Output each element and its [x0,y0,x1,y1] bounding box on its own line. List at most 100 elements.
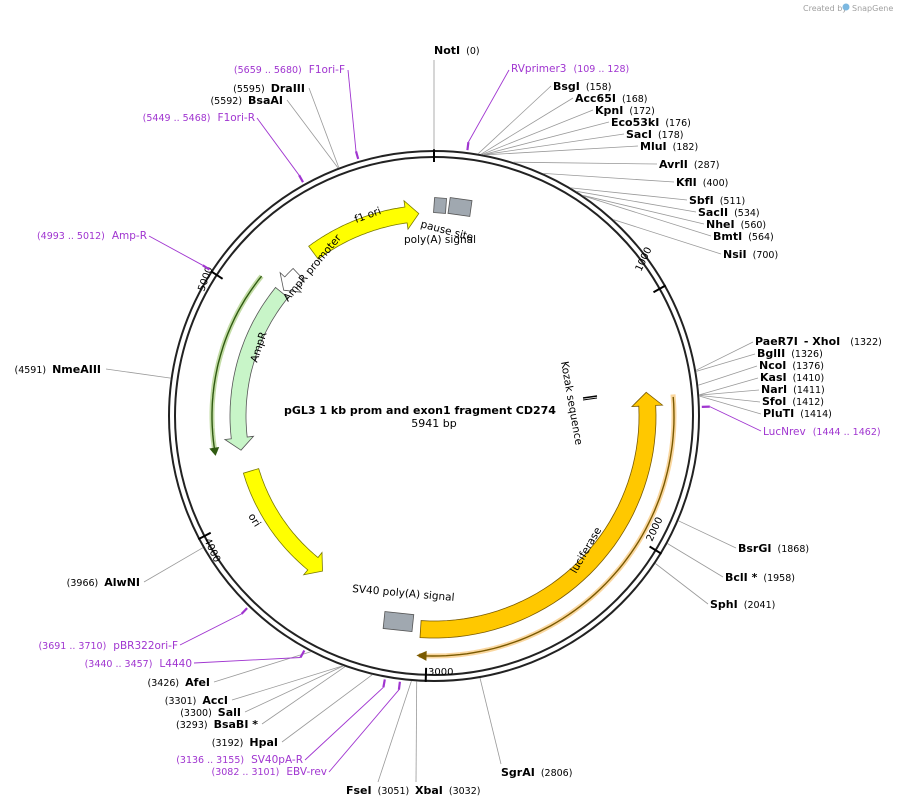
site-name[interactable]: SgrAI [501,766,535,779]
site-position: (700) [753,250,779,261]
site-position: (1868) [777,544,809,555]
site-name[interactable]: AfeI [185,676,210,689]
site-name[interactable]: XbaI [415,784,443,797]
polya-signal-feature[interactable] [433,197,447,214]
site-name[interactable]: SacII [698,206,728,219]
site-name[interactable]: SacI [626,128,652,141]
primer-name[interactable]: F1ori-F [309,64,345,76]
ampr-promoter-feature[interactable] [279,267,305,293]
site-name[interactable]: KflI [676,176,697,189]
site-name[interactable]: FseI [346,784,372,797]
primer-name[interactable]: L4440 [159,658,192,670]
primer-binding-mark [240,607,248,615]
primer-name[interactable]: pBR322ori-F [113,640,178,652]
site-name[interactable]: SfoI [762,395,786,408]
kozak-mark-2 [582,397,598,401]
site-name[interactable]: AccI [202,694,228,707]
site-leader-line [699,395,762,415]
site-name[interactable]: KpnI [595,104,623,117]
primer-leader-line [304,686,384,761]
site-name[interactable]: SbfI [689,194,714,207]
ampr-feature[interactable] [223,286,289,451]
site-position: (1410) [793,373,825,384]
site-position: (176) [665,118,691,129]
site-name[interactable]: PluTI [763,407,794,420]
site-position: (1411) [793,385,825,396]
site-name[interactable]: BsaBI * [214,718,259,731]
site-position: (3192) [212,738,244,749]
site-leader-line [582,194,705,225]
site-leader-line [699,389,760,396]
primer-leader-line [468,69,510,143]
plasmid-name: pGL3 1 kb prom and exon1 fragment CD274 [284,404,556,417]
site-leader-line [415,681,418,783]
ampr-track-line [211,275,263,451]
tick-mark [653,284,667,294]
site-name[interactable]: NsiI [723,248,747,261]
site-leader-line [231,665,344,701]
site-leader-line [479,677,502,765]
primer-leader-line [193,657,301,664]
tick-label: 5000 [196,265,215,293]
site-name[interactable]: BsrGI [738,542,771,555]
primer-name[interactable]: EBV-rev [286,766,327,778]
site-position: (158) [586,82,612,93]
site-position: (3293) [176,720,208,731]
site-position: (182) [673,142,699,153]
primer-name[interactable]: LucNrev [763,426,806,438]
site-position: (168) [622,94,648,105]
site-position: (2806) [541,768,573,779]
plasmid-size: 5941 bp [411,417,456,430]
site-name[interactable]: NheI [706,218,735,231]
site-position: (5595) [233,84,265,95]
sv40-polya-label: SV40 poly(A) signal [352,583,455,604]
sv40-polya-feature[interactable] [382,611,415,632]
site-name[interactable]: BsaAI [248,94,283,107]
primer-binding-mark [382,679,386,688]
site-name[interactable]: SphI [710,598,738,611]
site-name[interactable]: NarI [761,383,787,396]
site-position: (2041) [744,600,776,611]
site-name[interactable]: PaeR7I [755,335,798,348]
site-name[interactable]: BclI * [725,571,758,584]
primer-range: (1444 .. 1462) [813,427,881,438]
site-name[interactable]: NmeAIII [52,363,101,376]
primer-binding-mark [354,150,360,160]
ori-label: ori [245,511,262,529]
site-name[interactable]: BglII [757,347,785,360]
site-leader-line [244,665,344,713]
site-position: (3301) [165,696,197,707]
luciferase-feature[interactable] [419,391,664,639]
site-name[interactable]: BsgI [553,80,580,93]
site-name[interactable]: DraIII [271,82,305,95]
site-name[interactable]: SalI [218,706,241,719]
site-position: (560) [741,220,767,231]
tick-label: 3000 [428,667,453,678]
site-name[interactable]: NcoI [759,359,786,372]
luciferase-outer-track [418,394,677,659]
site-leader-line [655,563,709,605]
primer-range: (4993 .. 5012) [37,231,105,242]
primer-name[interactable]: Amp-R [112,230,147,242]
site-name[interactable]: NotI [434,44,460,57]
f1-ori-feature[interactable] [308,199,420,260]
ampr-track-arrowhead [209,447,220,456]
ori-feature[interactable] [242,468,323,576]
primer-name[interactable]: SV40pA-R [251,754,303,766]
site-name[interactable]: HpaI [249,736,278,749]
site-leader-line [695,341,754,371]
primer-name[interactable]: F1ori-R [218,112,255,124]
site-position: (534) [734,208,760,219]
site-name[interactable]: KasI [760,371,787,384]
pause-site-feature[interactable] [447,197,473,217]
site-name[interactable]: BmtI [713,230,742,243]
site-name[interactable]: Eco53kI [611,116,659,129]
site-name[interactable]: AvrII [659,158,688,171]
site-name-extra[interactable]: - XhoI [804,335,840,348]
site-name[interactable]: Acc65I [575,92,616,105]
site-position: (1414) [800,409,832,420]
site-name[interactable]: AlwNI [104,576,140,589]
primer-name[interactable]: RVprimer3 [511,63,567,75]
site-name[interactable]: MluI [640,140,667,153]
site-labels: NotI(0)BsgI(158)Acc65I(168)KpnI(172)Eco5… [14,44,881,797]
